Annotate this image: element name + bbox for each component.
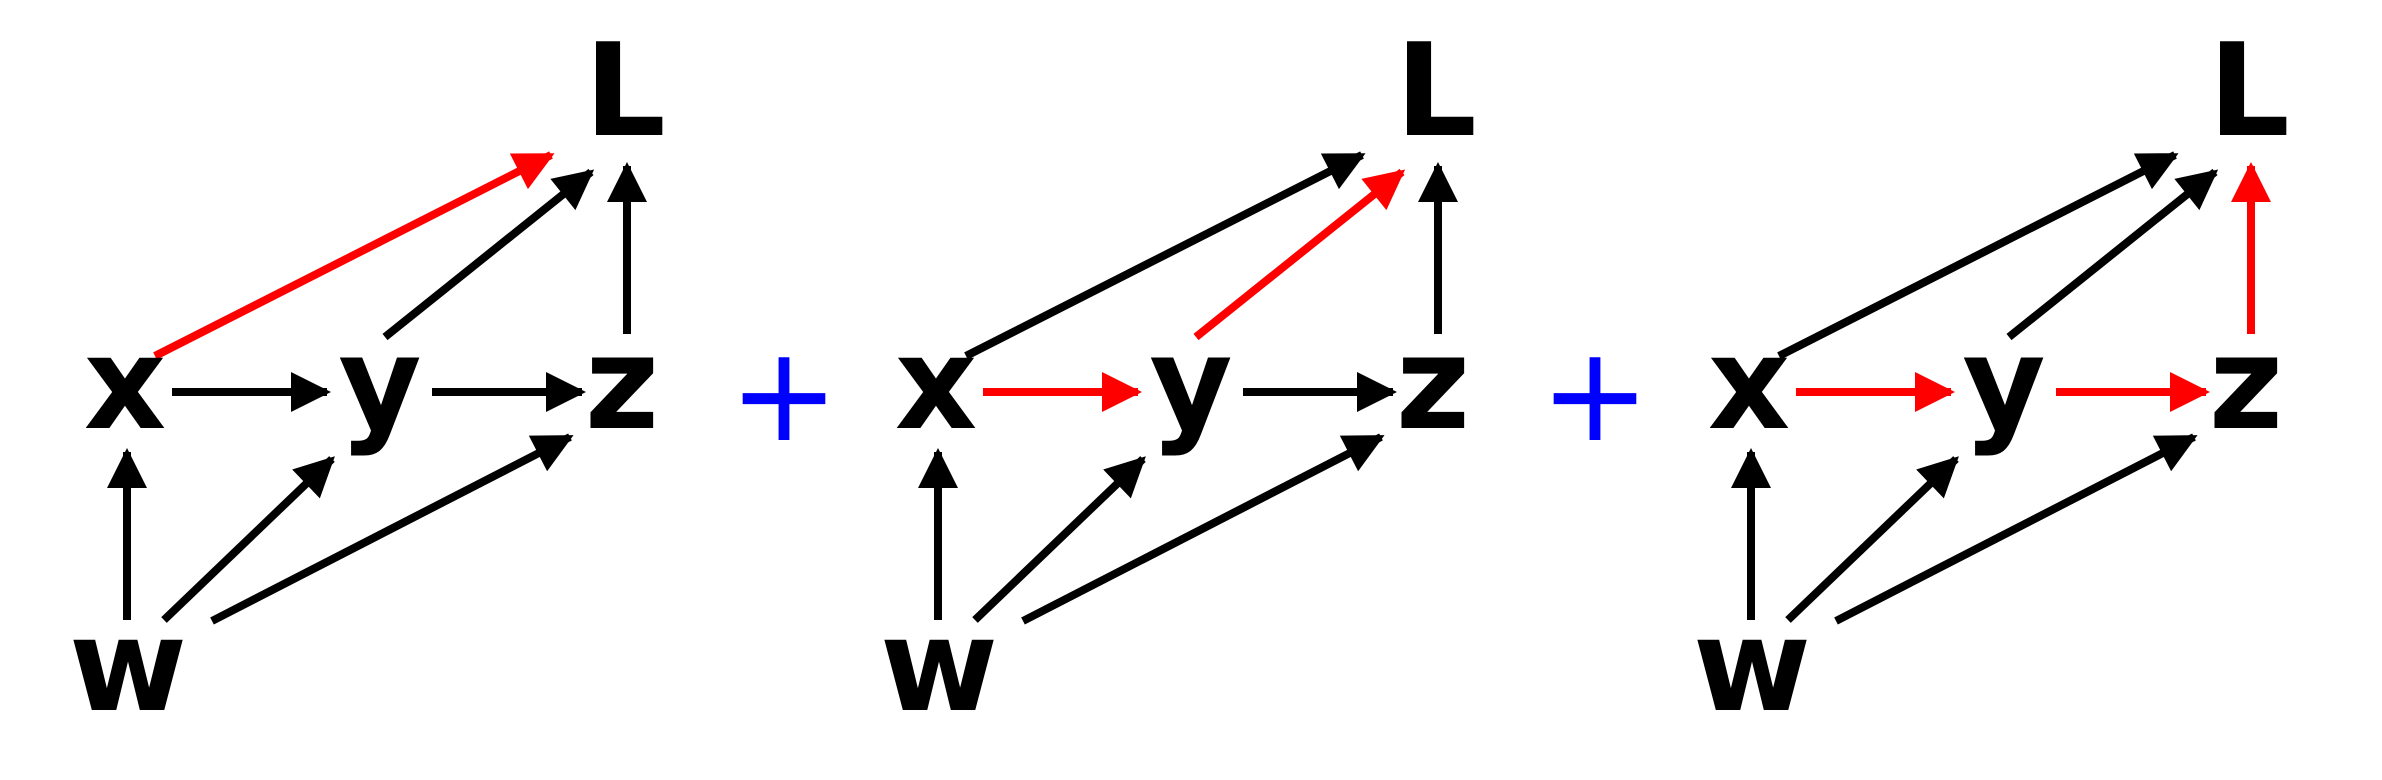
node-w: w <box>69 592 187 741</box>
edge-y-to-L <box>382 168 595 341</box>
graph-term-2: x y z L w <box>880 17 1477 741</box>
edge-w-to-y <box>161 456 335 623</box>
node-y: y <box>1962 310 2045 459</box>
node-x: x <box>84 310 167 459</box>
node-L: L <box>1395 17 1477 166</box>
edge-w-to-z <box>1021 433 1385 625</box>
edge-w-to-z <box>1834 433 2198 625</box>
node-x: x <box>895 310 978 459</box>
node-z: z <box>1396 310 1471 459</box>
edge-w-to-y <box>1785 456 1959 623</box>
plus-operator-2: + <box>1540 318 1651 472</box>
edge-w-to-z <box>210 433 574 625</box>
plus-operator-1: + <box>729 318 840 472</box>
graph-term-3: x y z L w <box>1693 17 2290 741</box>
edge-y-to-L <box>2006 168 2219 341</box>
node-y: y <box>338 310 421 459</box>
node-w: w <box>880 592 998 741</box>
edge-x-to-L <box>964 151 1366 360</box>
node-z: z <box>585 310 660 459</box>
graph-term-1: x y z L w <box>69 17 666 741</box>
node-w: w <box>1693 592 1811 741</box>
node-z: z <box>2209 310 2284 459</box>
edge-x-to-L <box>1777 151 2179 360</box>
node-y: y <box>1149 310 1232 459</box>
edge-x-to-L <box>153 151 555 360</box>
node-x: x <box>1708 310 1791 459</box>
edge-y-to-L <box>1193 168 1406 341</box>
node-L: L <box>584 17 666 166</box>
edge-w-to-y <box>972 456 1146 623</box>
node-L: L <box>2208 17 2290 166</box>
